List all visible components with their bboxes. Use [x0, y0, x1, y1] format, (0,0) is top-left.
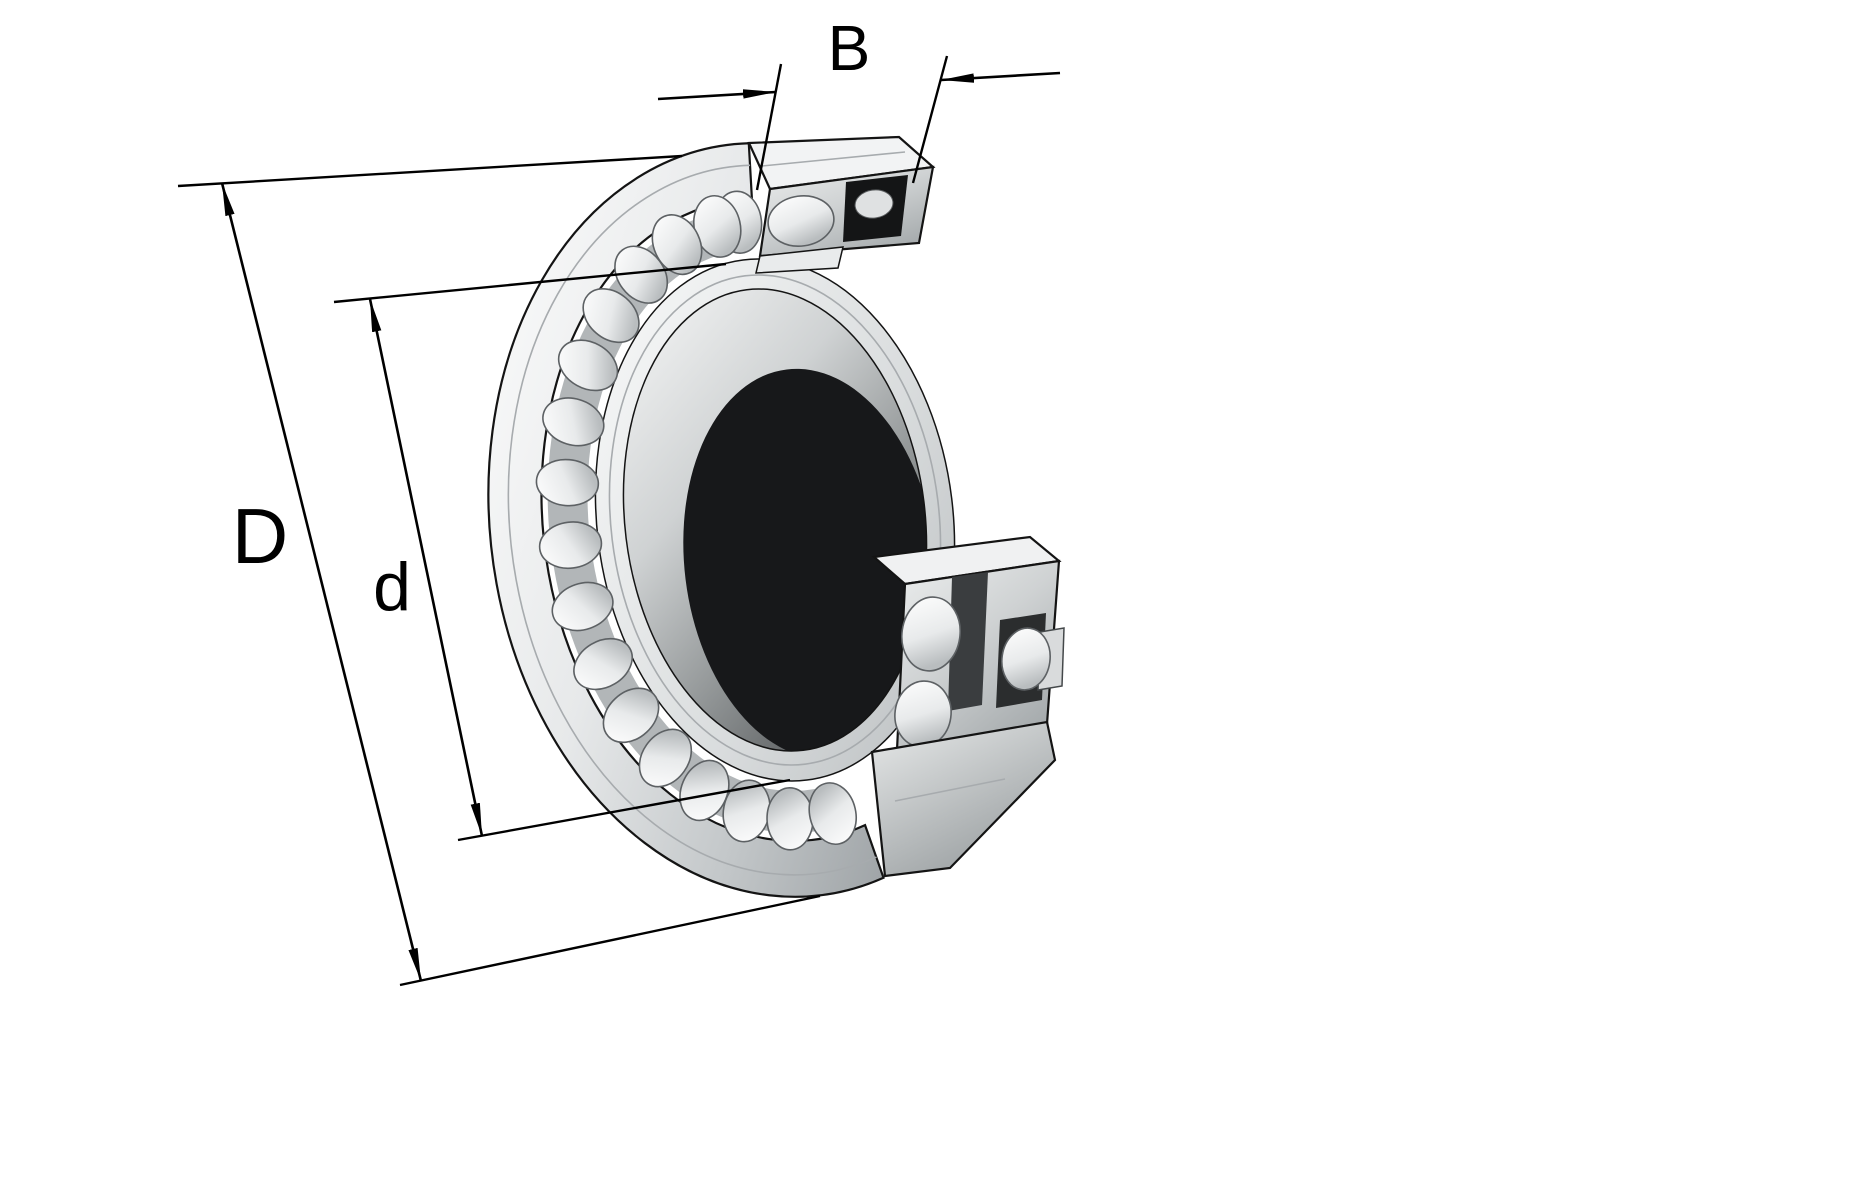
- roller: [557, 339, 619, 392]
- roller: [614, 245, 669, 304]
- roller: [551, 581, 614, 632]
- bottom-section-outer-wedge: [870, 720, 1057, 878]
- dimension-line: [368, 298, 484, 837]
- roller: [542, 397, 605, 447]
- dimension-line: [657, 89, 777, 101]
- roller-row: [535, 190, 857, 851]
- width-label: B: [828, 12, 871, 84]
- inner-ring-seam: [608, 274, 942, 766]
- dimension-d-bore-group: d: [333, 262, 791, 842]
- top-section-roller: [767, 195, 835, 247]
- roller: [582, 288, 640, 344]
- dimension-line: [940, 71, 1061, 83]
- top-section-inner-ledge: [755, 246, 844, 274]
- top-section-roller-back: [854, 189, 894, 219]
- roller: [573, 637, 633, 691]
- extension-line: [177, 154, 683, 188]
- roller: [535, 458, 600, 507]
- outer-ring-segment: [487, 142, 885, 898]
- bore-diameter-label: d: [373, 549, 411, 625]
- bottom-section-wedge-seam: [894, 778, 1006, 802]
- roller: [638, 728, 693, 788]
- bottom-section-roller: [1001, 627, 1051, 691]
- bottom-cut-section: [870, 535, 1065, 878]
- dimension-b-group: B: [657, 12, 1061, 191]
- outer-ring-seam: [507, 164, 877, 876]
- roller: [808, 782, 857, 846]
- top-section-seam: [761, 151, 906, 167]
- extension-line: [399, 894, 821, 987]
- dimension-line: [220, 182, 423, 982]
- bottom-section-recess: [948, 572, 988, 711]
- outer-diameter-label: D: [232, 492, 288, 580]
- roller: [538, 521, 603, 570]
- roller: [651, 214, 703, 276]
- bottom-section-roller: [901, 596, 961, 672]
- bore-shadow: [683, 368, 938, 760]
- extension-line: [755, 63, 783, 191]
- roller: [602, 687, 660, 744]
- dimension-d-outer-group: D: [177, 154, 821, 987]
- extension-line: [333, 262, 727, 304]
- extension-line: [457, 778, 791, 842]
- top-cut-section: [747, 135, 936, 274]
- roller: [766, 786, 814, 851]
- bearing-illustration: [487, 142, 956, 898]
